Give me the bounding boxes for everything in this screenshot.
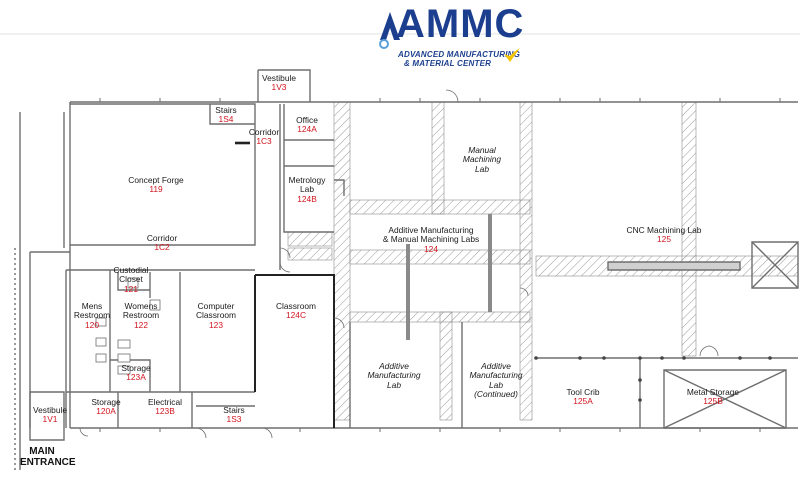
logo-wordmark: AMMC — [396, 2, 525, 46]
window-ticks — [99, 98, 781, 432]
drill-figure-icon — [379, 12, 400, 49]
logo-tagline-2: & MATERIAL CENTER — [404, 59, 492, 68]
restroom-fixtures — [95, 277, 161, 375]
door-swings — [79, 89, 719, 439]
checkmark-icon — [504, 48, 520, 62]
logo-tagline: ADVANCED MANUFACTURING — [398, 50, 521, 59]
hatched-structure — [287, 101, 799, 421]
walls — [14, 69, 799, 470]
ammc-logo: AMMC ADVANCED MANUFACTURING & MATERIAL C… — [360, 2, 530, 68]
room-additive-manual-machining-124: Additive Manufacturing& Manual Machining… — [382, 225, 480, 254]
partition-markers — [534, 356, 772, 402]
